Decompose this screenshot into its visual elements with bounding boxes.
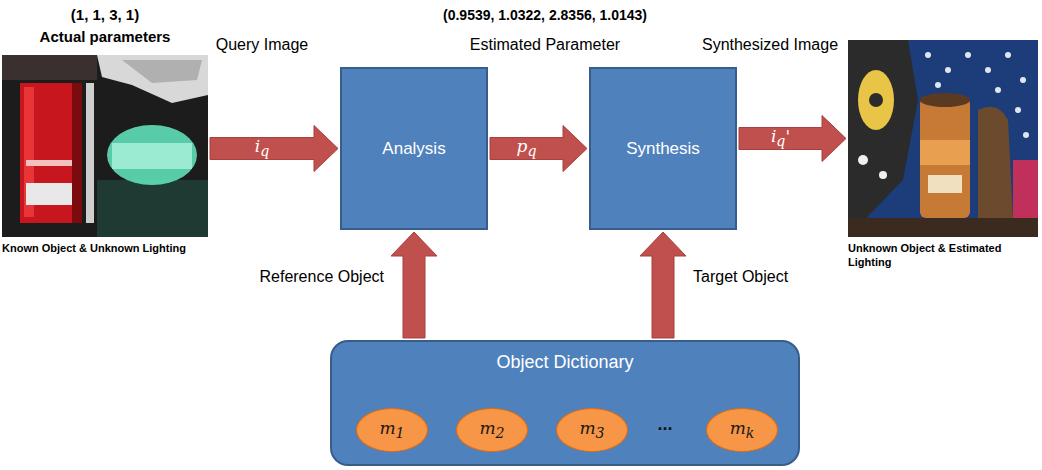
subscript: q	[527, 143, 536, 159]
red-box-side	[72, 83, 82, 223]
pattern-dot	[1005, 52, 1011, 58]
process-box: Analysis	[340, 67, 488, 230]
arrow-label: Reference Object	[259, 268, 384, 286]
model-oval: m2	[456, 408, 528, 452]
image-heading: Actual parameters	[0, 28, 218, 45]
process-box: Synthesis	[589, 67, 737, 230]
pattern-dot	[935, 82, 941, 88]
pattern-dot	[1015, 107, 1021, 113]
subscript: q	[776, 133, 785, 149]
mask-spot	[858, 155, 868, 165]
model-name: m2	[479, 418, 504, 441]
cylinder-band	[920, 140, 970, 165]
block-arrow	[210, 126, 338, 172]
image-caption: Unknown Object & Estimated Lighting	[848, 242, 1038, 270]
block-arrow	[391, 232, 437, 338]
white-rod	[86, 83, 94, 223]
pattern-dot	[925, 52, 931, 58]
arrow-label: Target Object	[693, 268, 788, 286]
signal-name: iq'	[771, 126, 790, 149]
parameter-values: (0.9539, 1.0322, 2.8356, 1.0143)	[443, 7, 647, 23]
green-glow	[107, 125, 197, 185]
red-box	[20, 83, 82, 223]
model-name: m1	[379, 418, 404, 441]
table-surface	[848, 218, 1038, 237]
query-photo	[2, 55, 208, 237]
model-oval: m3	[556, 408, 628, 452]
pattern-dot	[1023, 132, 1029, 138]
model-oval: m1	[356, 408, 428, 452]
signal-label: Synthesized Image	[702, 36, 838, 54]
pattern-dot	[995, 87, 1001, 93]
model-name: m3	[579, 418, 604, 441]
signal-label: Query Image	[216, 36, 308, 54]
brown-statue	[978, 107, 1013, 220]
signal-label: Estimated Parameter	[470, 36, 620, 54]
mask-pattern	[858, 70, 894, 130]
signal-name: iq	[255, 136, 270, 159]
synthesized-photo	[848, 40, 1038, 237]
query-image: (1, 1, 3, 1)Actual parametersKnown Objec…	[2, 55, 208, 237]
pattern-dot	[985, 67, 991, 73]
cylinder-label	[928, 175, 962, 193]
cylinder-cap	[920, 93, 970, 107]
ellipsis: ...	[657, 414, 672, 435]
photo-background	[848, 40, 1038, 237]
cylinder-object	[920, 98, 970, 218]
image-caption: Known Object & Unknown Lighting	[2, 242, 208, 256]
subscript: q	[260, 143, 269, 159]
subscript: 3	[596, 426, 605, 442]
pattern-dot	[1020, 77, 1026, 83]
glow-highlight	[112, 143, 192, 169]
subscript: k	[746, 426, 755, 442]
mask-figure	[848, 40, 918, 237]
signal-name: pq	[517, 136, 537, 159]
mask-eye	[869, 93, 883, 107]
object-shading	[122, 60, 202, 83]
block-arrow	[640, 232, 686, 338]
image-heading: (1, 1, 3, 1)	[0, 6, 218, 23]
red-box-label	[26, 183, 72, 205]
floor	[97, 180, 208, 237]
model-oval: mk	[706, 408, 778, 452]
model-name: mk	[730, 418, 755, 441]
box-label: Synthesis	[626, 139, 700, 159]
white-object	[97, 55, 208, 103]
box-label: Analysis	[382, 139, 445, 159]
synthesized-image: Unknown Object & Estimated Lighting	[848, 40, 1038, 237]
subscript: 1	[396, 426, 405, 442]
red-box-stripe	[26, 160, 72, 166]
block-arrow	[739, 116, 846, 162]
pattern-dot	[945, 67, 951, 73]
dictionary-panel: Object Dictionary m1 m2 m3 mk	[330, 340, 800, 466]
block-arrow	[490, 126, 587, 172]
box-label: Object Dictionary	[332, 342, 798, 373]
pattern-dot	[965, 52, 971, 58]
photo-background	[2, 55, 208, 237]
subscript: 2	[496, 426, 505, 442]
mask-spot	[879, 171, 887, 179]
photo-shadow	[2, 55, 97, 80]
